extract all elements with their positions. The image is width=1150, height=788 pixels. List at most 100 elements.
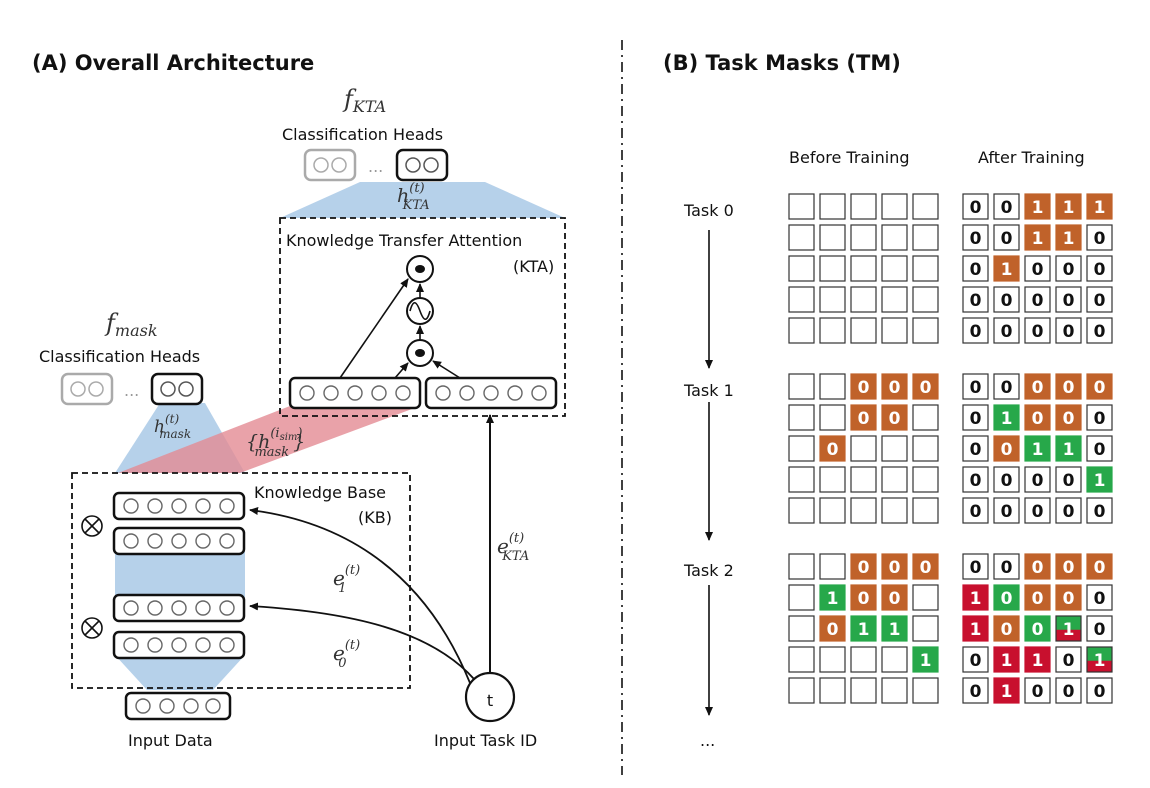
- mask-cell: 0: [962, 466, 989, 493]
- mask-cell: [912, 435, 939, 462]
- e-0-label: e(t)0: [333, 638, 360, 671]
- mask-cell: 0: [1086, 677, 1113, 704]
- e-kta-label: e(t)KTA: [497, 531, 529, 564]
- mask-cell: 1: [819, 584, 846, 611]
- mask-cell: 0: [962, 286, 989, 313]
- mask-cell: 0: [993, 224, 1020, 251]
- mask-cell: 1: [993, 646, 1020, 673]
- panel-a-title: (A) Overall Architecture: [32, 51, 314, 75]
- mask-cell: 0: [1055, 404, 1082, 431]
- mask-cell: 0: [1055, 373, 1082, 400]
- mask-cell-value: 0: [1063, 260, 1075, 280]
- panel-a: (A) Overall Architecture fKTA Classifica…: [32, 51, 566, 750]
- mask-cell-value: 1: [920, 651, 932, 671]
- mask-cell: 1: [1055, 435, 1082, 462]
- similar-mask-label: {h(isim)mask}: [246, 426, 305, 460]
- mask-cell-value: 0: [1094, 589, 1106, 609]
- mask-cell: 0: [993, 584, 1020, 611]
- mask-cell-value: 0: [1094, 682, 1106, 702]
- mask-cell: [881, 286, 908, 313]
- mask-cell: 0: [819, 435, 846, 462]
- mask-cell-value: 1: [858, 620, 870, 640]
- mask-cell-value: 0: [1063, 589, 1075, 609]
- arrow: [394, 362, 409, 379]
- neuron-icon: [88, 381, 104, 397]
- mask-cell: 0: [962, 646, 989, 673]
- mask-cell-value: 1: [1032, 651, 1044, 671]
- mask-cell: [819, 286, 846, 313]
- kta-classification-heads-label: Classification Heads: [282, 125, 443, 144]
- mask-cell: 0: [850, 584, 877, 611]
- kb-layer-1-top: [112, 491, 246, 521]
- mask-cell: [850, 255, 877, 282]
- mask-cell: [912, 286, 939, 313]
- multiply-icon: [81, 617, 103, 639]
- kb-layer-0-bottom: [112, 630, 246, 660]
- mask-cell-value: 0: [1001, 589, 1013, 609]
- kb-box-title: Knowledge Base: [254, 483, 386, 502]
- mask-cell-value: 0: [970, 471, 982, 491]
- mask-cell: 0: [1086, 255, 1113, 282]
- mask-cell: [881, 677, 908, 704]
- mask-cell: [881, 497, 908, 524]
- mask-cell-value: 0: [970, 229, 982, 249]
- mask-cell: [881, 193, 908, 220]
- mask-cell-value: 0: [1001, 198, 1013, 218]
- mask-cell-value: 0: [1094, 291, 1106, 311]
- mask-cell: [850, 317, 877, 344]
- mask-cell-value: 0: [970, 260, 982, 280]
- mask-cell: 0: [993, 553, 1020, 580]
- input-projection-band: [115, 655, 245, 690]
- mask-cell-value: 0: [1063, 291, 1075, 311]
- mask-cell: 1: [881, 615, 908, 642]
- mask-cell-value: 0: [1032, 502, 1044, 522]
- mask-cell-value: 0: [970, 409, 982, 429]
- mask-cell: 1: [912, 646, 939, 673]
- panel-b-title: (B) Task Masks (TM): [663, 51, 901, 75]
- mask-cell-value: 0: [1063, 378, 1075, 398]
- mask-cell: 0: [1086, 497, 1113, 524]
- mask-cell: 0: [1024, 466, 1051, 493]
- before-training-header: Before Training: [789, 148, 910, 167]
- mask-cell-value: 0: [1032, 682, 1044, 702]
- mask-cell-value: 0: [1094, 440, 1106, 460]
- mask-cell: 1: [1055, 193, 1082, 220]
- kb-layer-1-bottom: [112, 526, 246, 556]
- mask-cell-value: 0: [1063, 322, 1075, 342]
- mask-cell: 0: [962, 404, 989, 431]
- more-tasks-ellipsis: ...: [700, 731, 715, 750]
- mask-cell: [788, 286, 815, 313]
- mask-cell-value: 0: [1001, 291, 1013, 311]
- mask-cell: 0: [1024, 497, 1051, 524]
- mask-cell: 0: [993, 373, 1020, 400]
- mask-cell: [881, 646, 908, 673]
- mask-cell: [788, 497, 815, 524]
- mask-cell: [881, 224, 908, 251]
- mask-cell: [788, 646, 815, 673]
- mask-cell-value: 0: [1094, 558, 1106, 578]
- mask-cell: 0: [962, 317, 989, 344]
- mask-cell: 0: [1024, 255, 1051, 282]
- neuron-icon: [160, 381, 176, 397]
- kb-layer-band: [115, 548, 245, 598]
- mask-cell: [819, 224, 846, 251]
- mask-cell-value: 0: [1063, 409, 1075, 429]
- mask-cell-value: 0: [1063, 502, 1075, 522]
- ellipsis: ...: [124, 381, 139, 400]
- mask-cell: [881, 317, 908, 344]
- kb-layer-0-top: [112, 593, 246, 623]
- mask-cell: 0: [993, 435, 1020, 462]
- mask-cell: [788, 435, 815, 462]
- mask-cell-value: 0: [1001, 558, 1013, 578]
- mask-head-active: [150, 372, 204, 406]
- mask-cell: [850, 646, 877, 673]
- panel-b: (B) Task Masks (TM) Before Training Afte…: [663, 51, 1113, 750]
- mask-cell-value: 0: [970, 378, 982, 398]
- mask-cell: 0: [962, 255, 989, 282]
- mask-cell-value: 0: [1063, 558, 1075, 578]
- mask-cell: [788, 224, 815, 251]
- mask-cell: [819, 255, 846, 282]
- mask-cell: [912, 615, 939, 642]
- e-1-label: e(t)1: [333, 563, 360, 596]
- mask-cell: [850, 497, 877, 524]
